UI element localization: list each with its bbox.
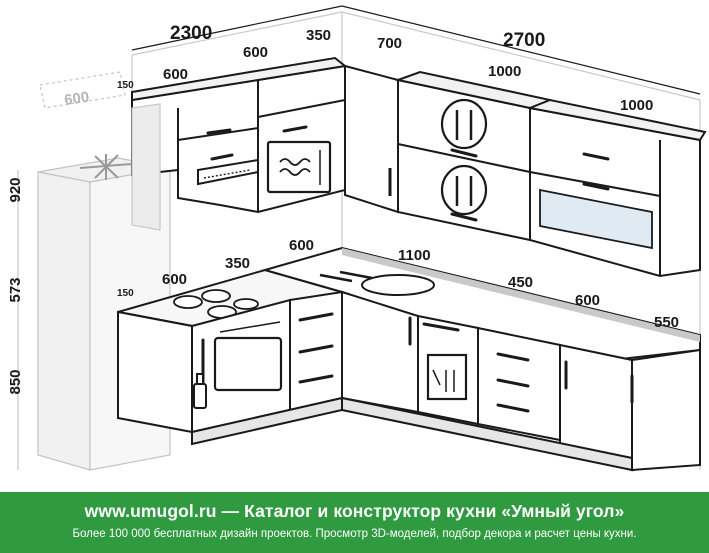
dim-150-top: 150	[117, 80, 134, 91]
kitchen-diagram: 2300 2700 600 600 350 700 1000 1000 150 …	[7, 5, 707, 472]
dim-550: 550	[654, 314, 679, 331]
lower-handles	[201, 312, 634, 413]
dim-1000-a: 1000	[488, 63, 521, 80]
upper-left-handles	[206, 125, 308, 161]
dim-573: 573	[7, 277, 24, 302]
dim-600-a: 600	[163, 66, 188, 83]
dim-600-fridge: 600	[63, 89, 90, 109]
sink	[319, 270, 435, 296]
upper-cabinets-right	[394, 70, 707, 278]
dim-600-b: 600	[243, 44, 268, 61]
upper-corner-cabinet	[344, 64, 399, 214]
banner-title[interactable]: www.umugol.ru — Каталог и конструктор ку…	[84, 501, 625, 521]
dim-150-bottom: 150	[117, 288, 134, 299]
dim-600-corner: 600	[289, 237, 314, 254]
dim-450: 450	[508, 274, 533, 291]
dim-1100: 1100	[398, 247, 431, 264]
dim-350: 350	[306, 27, 331, 44]
upper-right-handles	[450, 148, 610, 222]
dim-1000-b: 1000	[620, 97, 653, 114]
lower-cabinets	[117, 290, 701, 472]
promo-banner[interactable]: www.umugol.ru — Каталог и конструктор ку…	[0, 492, 709, 553]
upper-cabinets-left	[131, 56, 348, 231]
banner-subtitle: Более 100 000 бесплатных дизайн проектов…	[72, 528, 637, 540]
dim-600-lower-right: 600	[575, 292, 600, 309]
dim-350-lower: 350	[225, 255, 250, 272]
dim-700: 700	[377, 35, 402, 52]
hob	[173, 289, 259, 319]
dim-2700: 2700	[503, 30, 545, 51]
dimension-lines	[17, 5, 701, 470]
dimension-labels: 2300 2700 600 600 350 700 1000 1000 150 …	[7, 23, 679, 395]
snowflake-icon	[79, 154, 133, 180]
dim-850: 850	[7, 369, 24, 394]
dim-600-lower-left: 600	[162, 271, 187, 288]
bottle-icon	[193, 373, 207, 409]
dim-920: 920	[7, 177, 24, 202]
plate-icon	[440, 98, 488, 216]
dim-2300: 2300	[170, 23, 212, 44]
